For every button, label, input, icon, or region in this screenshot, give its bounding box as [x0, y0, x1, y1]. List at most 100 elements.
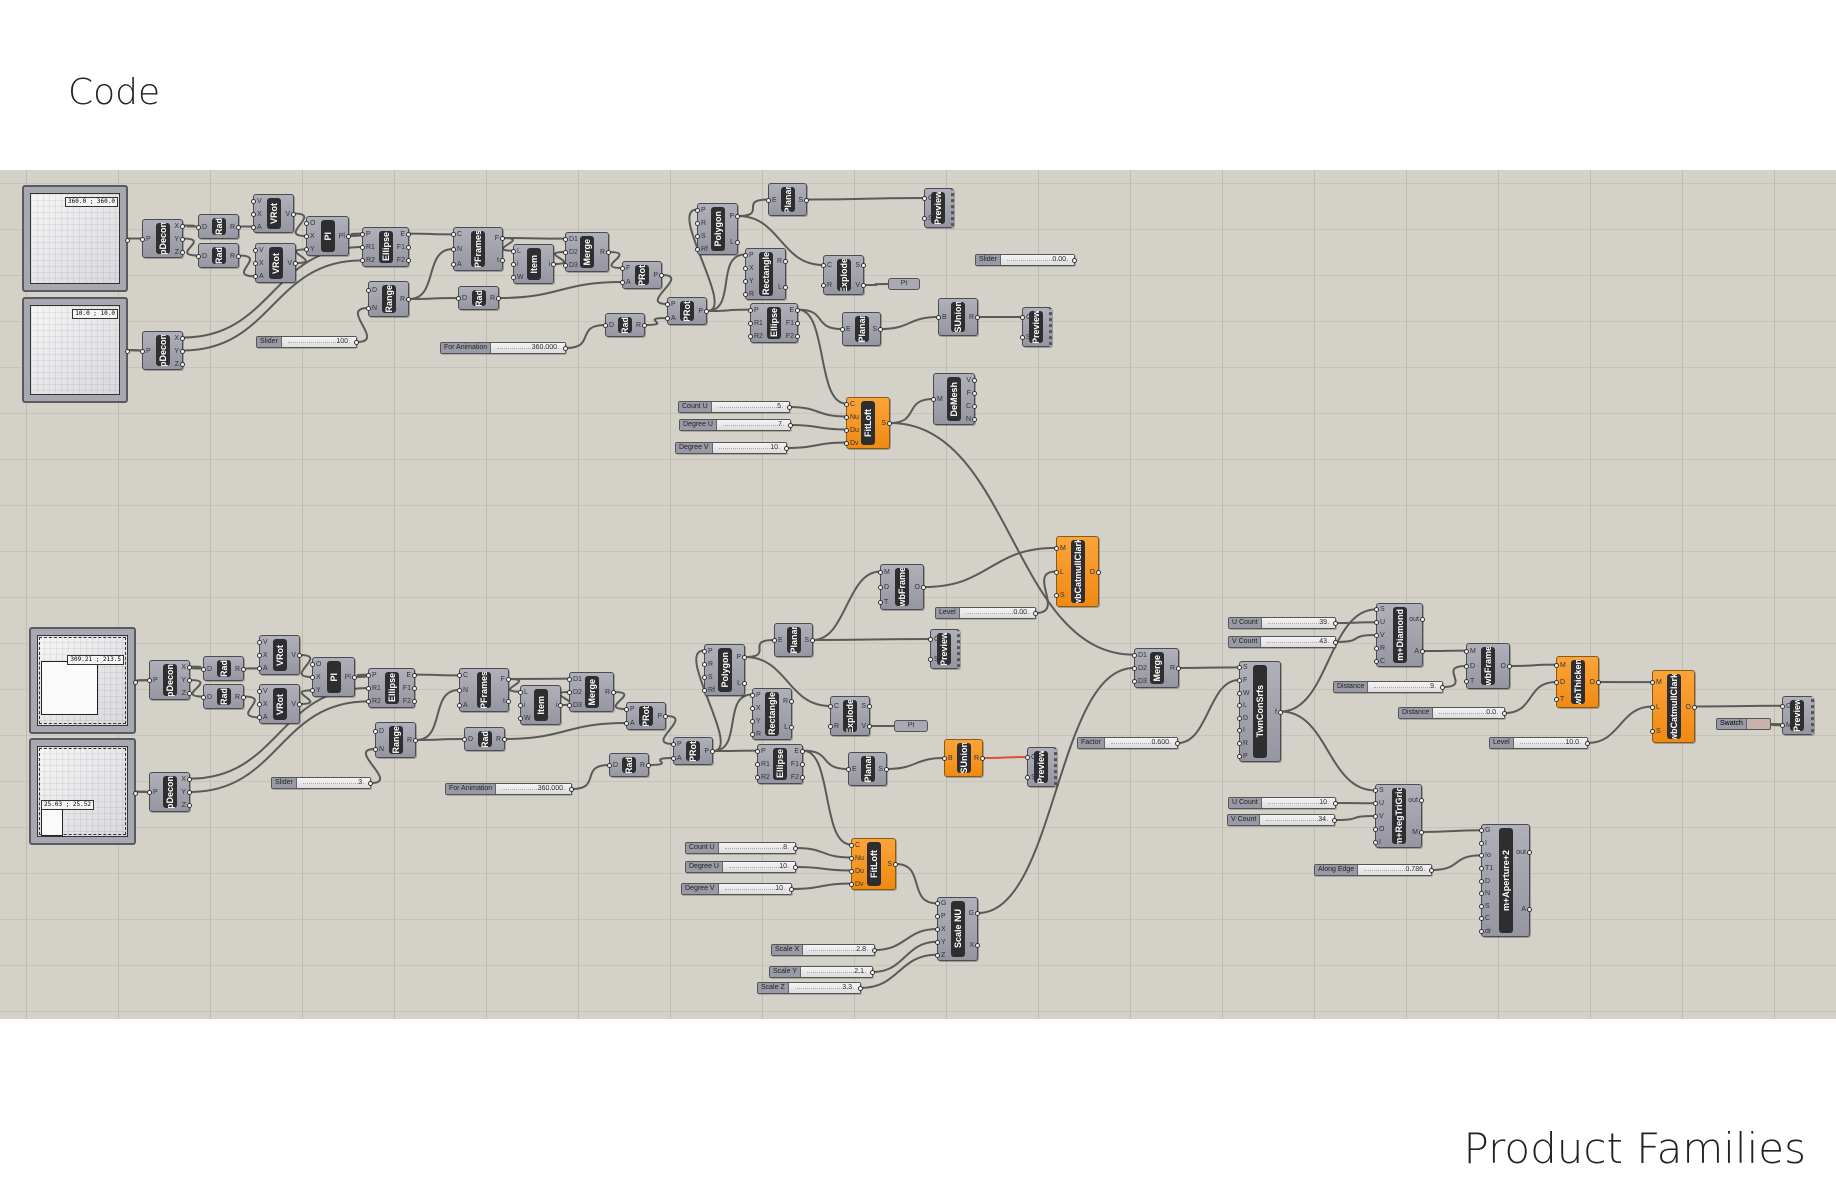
- output-port-icon[interactable]: [496, 296, 501, 301]
- input-port-icon[interactable]: [257, 715, 262, 721]
- input-port-icon[interactable]: [451, 232, 456, 238]
- input-port-icon[interactable]: [1479, 916, 1484, 922]
- output-port-icon[interactable]: [795, 307, 800, 313]
- wire-poly1-to-planar1[interactable]: [737, 198, 769, 217]
- wire-rad4-to-prot2[interactable]: [644, 317, 668, 326]
- input-port-icon[interactable]: [1479, 878, 1484, 884]
- slider-track[interactable]: 10: [718, 884, 791, 894]
- wire-wbcc2-to-prev3[interactable]: [1694, 704, 1783, 708]
- input-port-icon[interactable]: [304, 247, 309, 253]
- input-port-icon[interactable]: [360, 258, 365, 264]
- input-port-icon[interactable]: [846, 767, 851, 772]
- output-port-icon[interactable]: [867, 724, 872, 729]
- input-port-icon[interactable]: [373, 747, 378, 752]
- slider-track[interactable]: 8: [718, 843, 795, 853]
- input-port-icon[interactable]: [1374, 633, 1379, 638]
- input-port-icon[interactable]: [828, 704, 833, 709]
- output-port-icon[interactable]: [1175, 741, 1180, 746]
- input-port-icon[interactable]: [607, 763, 612, 768]
- input-port-icon[interactable]: [935, 952, 940, 958]
- wire-prot4-to-poly2[interactable]: [695, 649, 722, 752]
- output-port-icon[interactable]: [884, 767, 889, 772]
- output-port-icon[interactable]: [795, 334, 800, 340]
- output-port-icon[interactable]: [133, 790, 138, 796]
- wire-merge2-to-twn[interactable]: [1178, 666, 1240, 669]
- input-port-icon[interactable]: [935, 914, 940, 920]
- input-port-icon[interactable]: [257, 688, 262, 694]
- output-port-icon[interactable]: [346, 234, 351, 239]
- output-port-icon[interactable]: [563, 346, 568, 351]
- input-port-icon[interactable]: [366, 699, 371, 705]
- input-port-icon[interactable]: [147, 790, 152, 795]
- input-port-icon[interactable]: [201, 666, 206, 672]
- input-port-icon[interactable]: [1237, 677, 1242, 683]
- output-port-icon[interactable]: [1419, 798, 1424, 803]
- wire-vc2-to-regtri[interactable]: [1334, 815, 1376, 821]
- wire-pd2-to-ell1[interactable]: [182, 259, 363, 352]
- output-port-icon[interactable]: [1333, 621, 1338, 626]
- wire-sl3-to-range2[interactable]: [364, 748, 382, 784]
- output-port-icon[interactable]: [972, 416, 977, 422]
- wire-planar1-to-prev1[interactable]: [806, 197, 925, 201]
- input-port-icon[interactable]: [840, 327, 845, 332]
- md-slider-graph[interactable]: 360.0 ; 360.0: [22, 185, 130, 292]
- output-port-icon[interactable]: [788, 423, 793, 428]
- input-port-icon[interactable]: [750, 718, 755, 724]
- wire-range2-to-pf2[interactable]: [415, 689, 460, 741]
- wire-ell3-to-planar4[interactable]: [802, 749, 849, 770]
- wire-ell3-to-fit2[interactable]: [802, 749, 852, 846]
- input-port-icon[interactable]: [748, 334, 753, 340]
- slider-track[interactable]: 5: [711, 402, 789, 412]
- input-port-icon[interactable]: [844, 401, 849, 407]
- output-port-icon[interactable]: [861, 263, 866, 268]
- output-port-icon[interactable]: [800, 748, 805, 754]
- output-port-icon[interactable]: [180, 223, 185, 229]
- input-port-icon[interactable]: [251, 198, 256, 204]
- input-port-icon[interactable]: [1479, 903, 1484, 909]
- wire-poly2-to-expl2[interactable]: [744, 656, 831, 707]
- output-port-icon[interactable]: [297, 653, 302, 658]
- output-port-icon[interactable]: [793, 846, 798, 851]
- input-port-icon[interactable]: [1237, 690, 1242, 696]
- md-slider-graph[interactable]: 309.21 ; 213.5: [29, 627, 138, 734]
- output-port-icon[interactable]: [506, 699, 511, 704]
- input-port-icon[interactable]: [1479, 828, 1484, 834]
- input-port-icon[interactable]: [702, 648, 707, 654]
- input-port-icon[interactable]: [743, 252, 748, 258]
- input-port-icon[interactable]: [196, 253, 201, 259]
- input-port-icon[interactable]: [849, 855, 854, 861]
- input-port-icon[interactable]: [844, 414, 849, 420]
- output-port-icon[interactable]: [180, 361, 185, 367]
- input-port-icon[interactable]: [755, 748, 760, 754]
- input-port-icon[interactable]: [451, 247, 456, 252]
- input-port-icon[interactable]: [456, 296, 461, 301]
- input-port-icon[interactable]: [849, 842, 854, 848]
- output-port-icon[interactable]: [406, 231, 411, 237]
- input-port-icon[interactable]: [695, 220, 700, 226]
- input-port-icon[interactable]: [1479, 928, 1484, 934]
- output-port-icon[interactable]: [241, 666, 246, 672]
- wire-dv1-to-fit1[interactable]: [786, 441, 847, 449]
- input-port-icon[interactable]: [942, 756, 947, 761]
- output-port-icon[interactable]: [795, 321, 800, 326]
- input-port-icon[interactable]: [748, 307, 753, 313]
- input-port-icon[interactable]: [257, 702, 262, 707]
- input-port-icon[interactable]: [1479, 840, 1484, 846]
- output-port-icon[interactable]: [1096, 569, 1101, 575]
- input-port-icon[interactable]: [518, 703, 523, 708]
